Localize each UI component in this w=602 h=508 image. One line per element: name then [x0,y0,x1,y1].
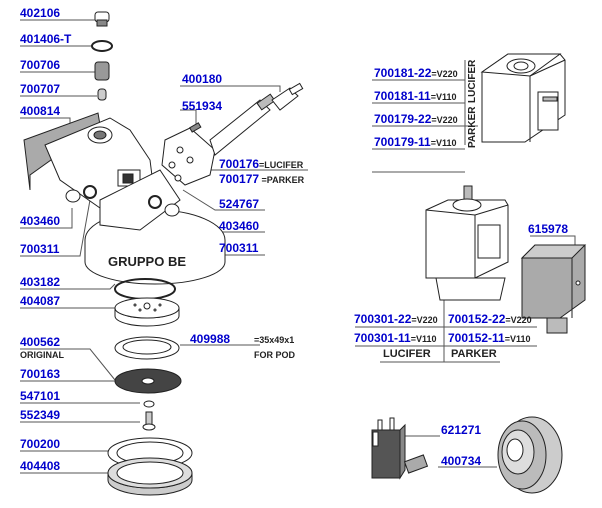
part-suffix: =LUCIFER [259,160,304,170]
solenoid-valve-drawing [425,185,509,301]
part-label-401406-t[interactable]: 401406-T [20,32,72,46]
part-label-700706[interactable]: 700706 [20,58,61,72]
filter-mesh-drawing [94,61,110,81]
switch-drawing [371,417,429,480]
group-body-drawing [44,117,226,285]
part-label-700200[interactable]: 700200 [20,437,61,451]
part-label-524767[interactable]: 524767 [219,197,260,211]
part-label-547101[interactable]: 547101 [20,389,61,403]
part-label-403460-left[interactable]: 403460 [20,214,61,228]
part-code: 700177 [219,172,260,186]
part-code: 700301-22 [354,312,412,326]
washer-drawing [91,40,113,52]
ring-404408-drawing [107,457,193,496]
screw-552349-drawing [142,411,156,431]
valve-brand-parker: PARKER [451,348,497,360]
part-code: 700152-22 [448,312,506,326]
leader-400180 [180,85,281,92]
part-code: 700181-11 [374,89,431,103]
leader-700311-left [20,199,91,257]
part-label-552349[interactable]: 552349 [20,408,61,422]
part-label-700311-right[interactable]: 700311 [219,241,259,255]
coil-brand-lucifer: LUCIFER [467,59,478,103]
small-screw-drawing [188,122,202,133]
part-code: 700179-11 [374,135,431,149]
part-label-551934[interactable]: 551934 [182,99,223,113]
part-label-404408[interactable]: 404408 [20,459,61,473]
part-label-621271[interactable]: 621271 [441,423,482,437]
coil-brand-parker: PARKER [467,106,478,148]
part-suffix: =V110 [430,92,457,102]
part-suffix: =V110 [430,138,457,148]
plug-drawing [97,88,107,101]
part-code: 700181-22 [374,66,432,80]
oring-drawing [83,185,97,199]
valve-label-700301-22[interactable]: 700301-22=V220 [354,313,438,327]
valve-label-700152-11[interactable]: 700152-11=V110 [448,332,531,346]
part-note-dimensions: =35x49x1 [254,335,295,345]
connector-drawing [520,244,587,334]
pod-gasket-drawing [114,336,180,360]
part-note-original: ORIGINAL [20,350,64,360]
part-label-400180[interactable]: 400180 [182,72,223,86]
leader-524767 [182,189,265,211]
part-suffix: =PARKER [259,175,305,185]
valve-label-700301-11[interactable]: 700301-11=V110 [354,332,437,346]
part-label-700311-left[interactable]: 700311 [20,242,60,256]
part-suffix: =V110 [504,334,531,344]
leader-403460-left [20,208,73,229]
part-label-700176[interactable]: 700176=LUCIFER [219,158,303,172]
leader-615978 [530,235,576,245]
washer-547101-drawing [143,400,155,408]
part-code: 700176 [219,157,260,171]
knob-drawing [497,416,563,494]
valve-brand-lucifer: LUCIFER [383,348,431,360]
part-label-700707[interactable]: 700707 [20,82,61,96]
part-suffix: =V110 [410,334,437,344]
screw-drawing [65,189,81,203]
oring-drawing [148,195,162,209]
shower-screen-drawing [114,368,182,394]
screw-drawing [164,203,180,217]
valve-stem-drawing [161,93,276,186]
cap-nut-drawing [94,11,110,27]
part-suffix: =V220 [431,69,458,79]
part-note-for-pod: FOR POD [254,350,296,360]
part-suffix: =V220 [411,315,438,325]
part-label-403182[interactable]: 403182 [20,275,61,289]
part-label-400562[interactable]: 400562 [20,335,61,349]
part-code: 700301-11 [354,331,411,345]
coil-label-700181-22[interactable]: 700181-22=V220 [374,67,458,81]
part-suffix: =V220 [431,115,458,125]
coil-label-700179-11[interactable]: 700179-11=V110 [374,136,457,150]
part-label-400814[interactable]: 400814 [20,104,61,118]
part-label-403460-right[interactable]: 403460 [219,219,260,233]
coil-label-700179-22[interactable]: 700179-22=V220 [374,113,458,127]
part-label-615978[interactable]: 615978 [528,222,569,236]
coil-label-700181-11[interactable]: 700181-11=V110 [374,90,457,104]
group-title: GRUPPO BE [108,254,187,269]
part-label-402106[interactable]: 402106 [20,6,61,20]
part-label-400734[interactable]: 400734 [441,454,482,468]
leader-403182 [20,283,116,290]
part-label-404087[interactable]: 404087 [20,294,61,308]
part-code: 700179-22 [374,112,432,126]
part-label-700163[interactable]: 700163 [20,367,61,381]
leader-400562 [20,348,116,381]
part-label-700177[interactable]: 700177 =PARKER [219,173,304,187]
fitting-drawing [271,82,304,111]
leader-551934 [180,109,197,125]
valve-label-700152-22[interactable]: 700152-22=V220 [448,313,532,327]
part-code: 700152-11 [448,331,505,345]
part-label-409988[interactable]: 409988 [190,332,231,346]
part-suffix: =V220 [505,315,532,325]
shower-holder-drawing [114,297,180,327]
coil-drawing [480,53,566,143]
